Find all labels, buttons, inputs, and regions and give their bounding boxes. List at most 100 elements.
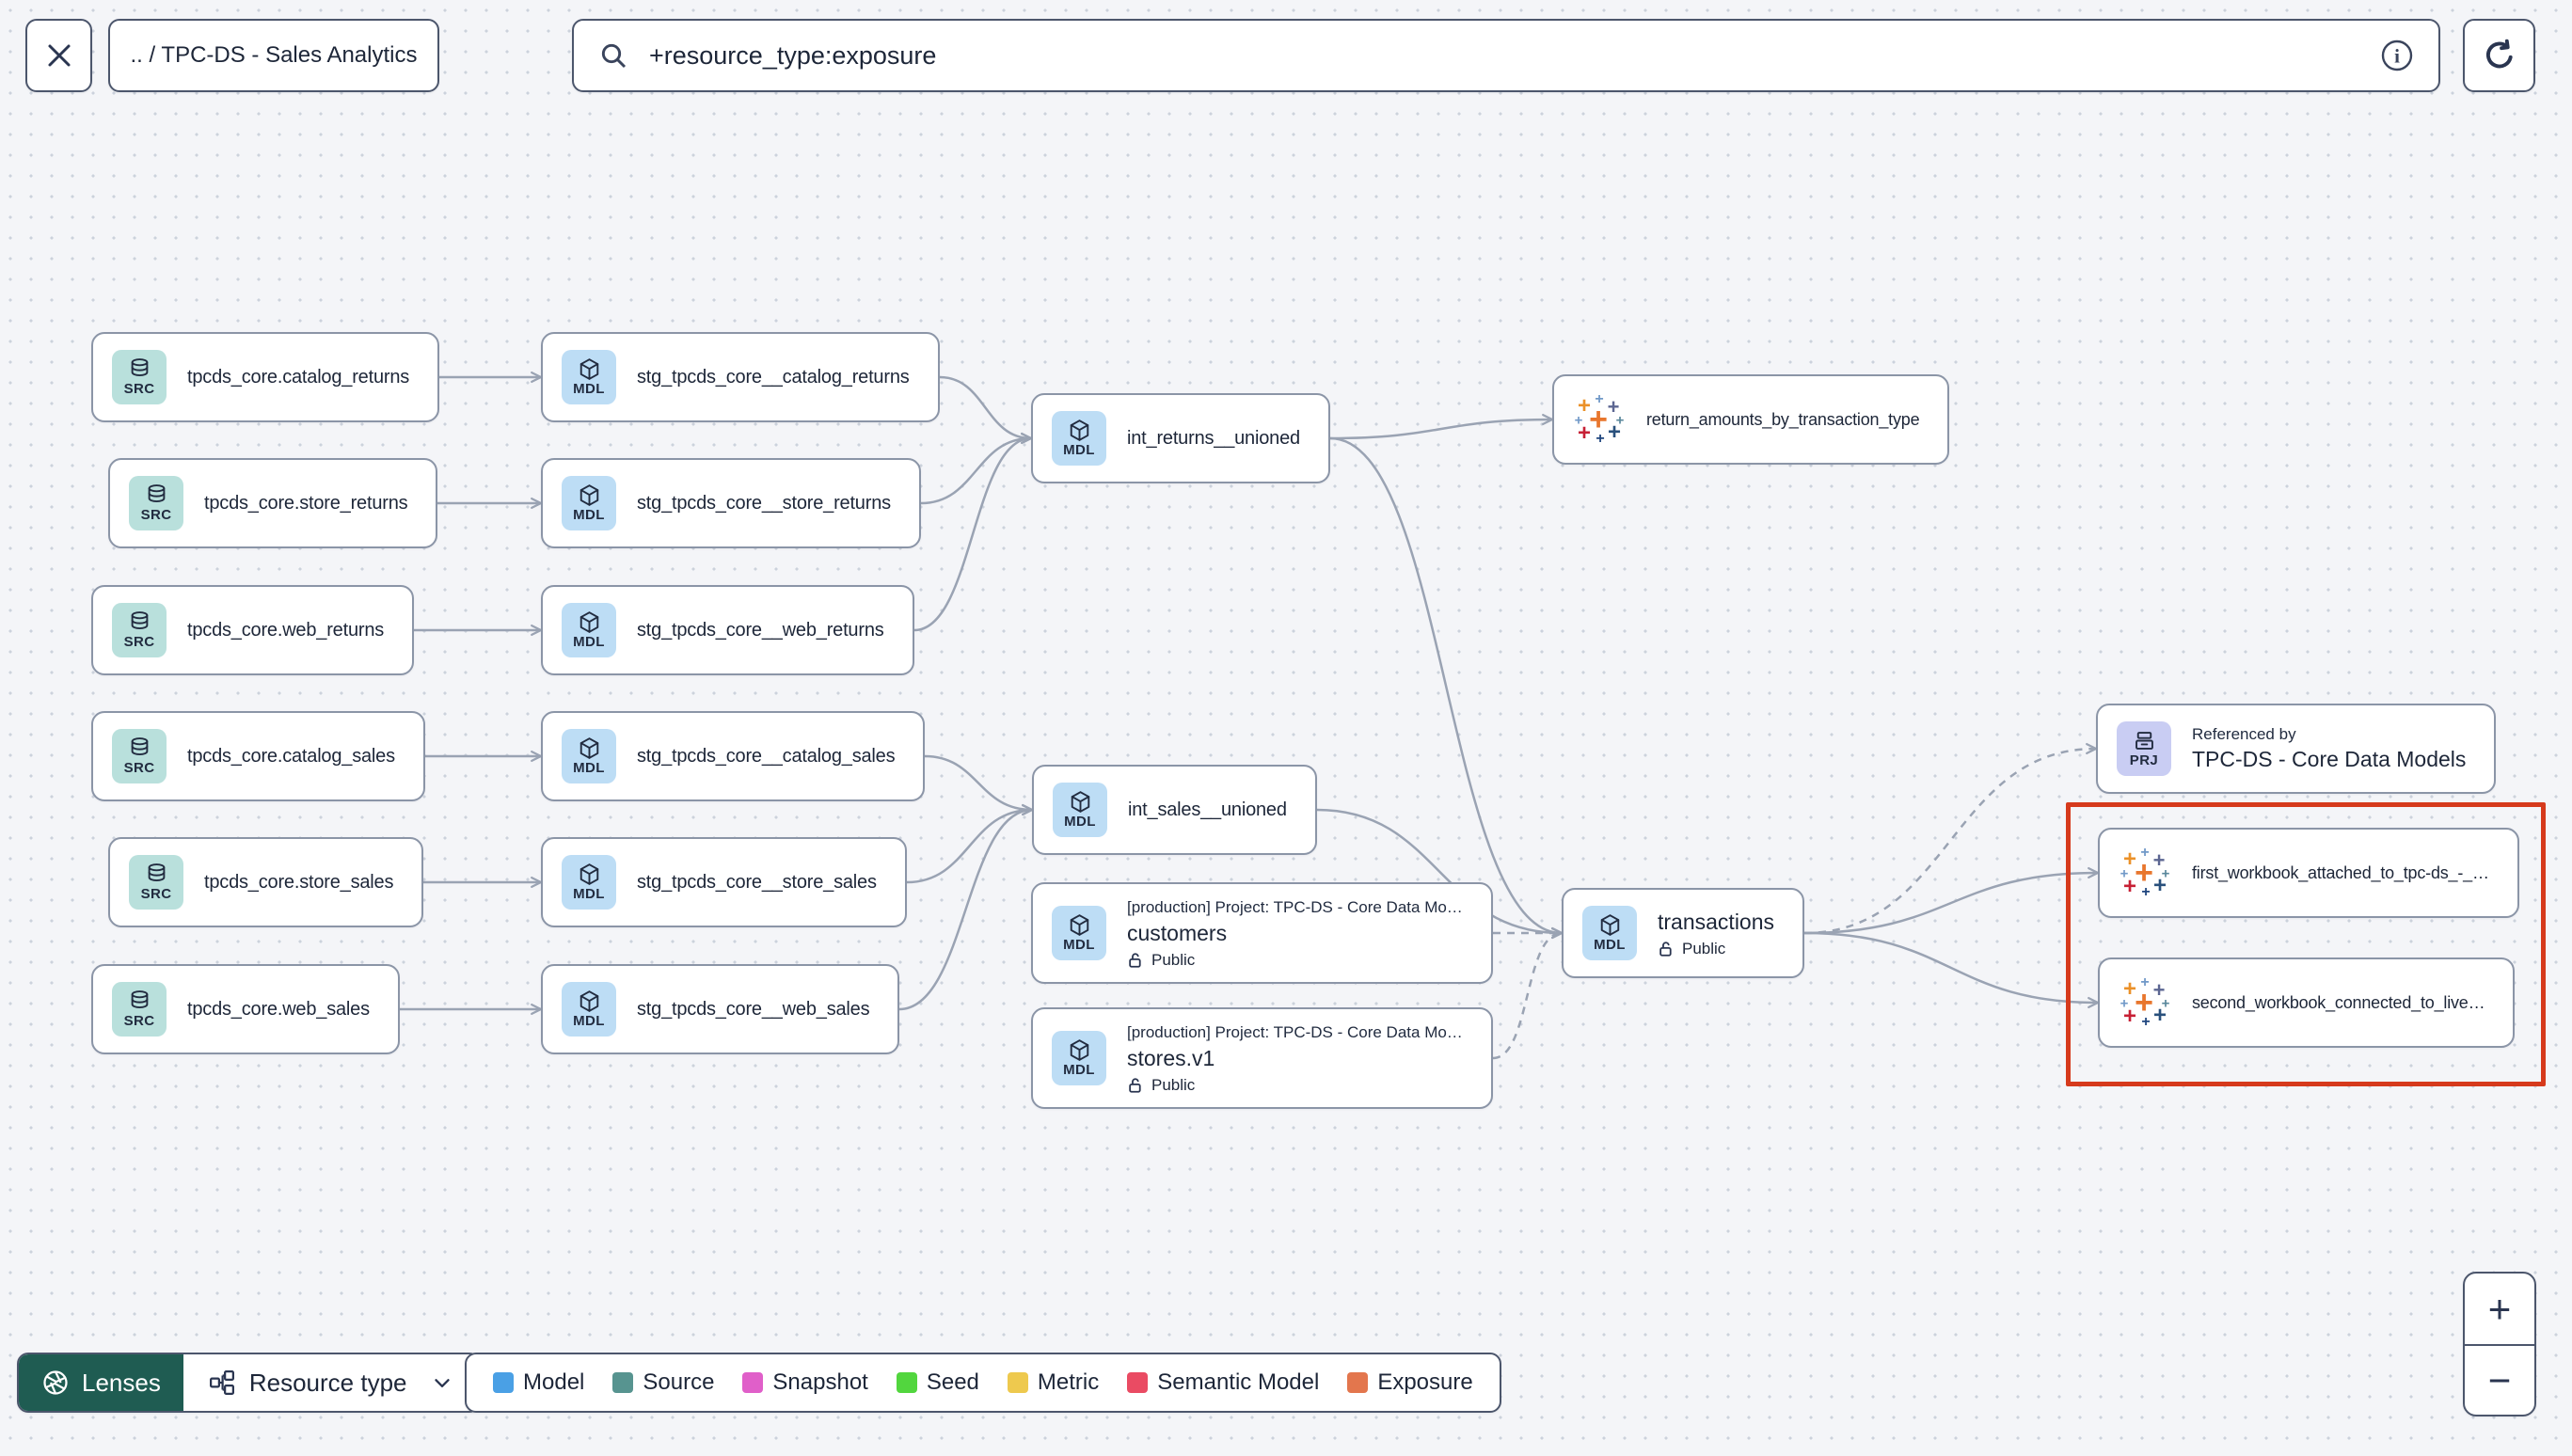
zoom-in-button[interactable]: + bbox=[2487, 1286, 2512, 1331]
node-text: [production] Project: TPC-DS - Core Data… bbox=[1127, 1021, 1463, 1095]
node-text: first_workbook_attached_to_tpc-ds_-_… bbox=[2192, 863, 2489, 883]
badge-label: SRC bbox=[140, 886, 172, 903]
model-badge-icon: MDL bbox=[1052, 411, 1106, 466]
node-title: int_returns__unioned bbox=[1127, 427, 1300, 449]
graph-node-stores[interactable]: MDL [production] Project: TPC-DS - Core D… bbox=[1031, 1007, 1493, 1109]
node-title: int_sales__unioned bbox=[1128, 799, 1287, 820]
model-badge-icon: MDL bbox=[562, 855, 616, 910]
tableau-plus-mark: + bbox=[2161, 995, 2170, 1012]
tableau-plus-mark: + bbox=[2120, 865, 2129, 882]
node-title: stores.v1 bbox=[1127, 1045, 1215, 1070]
legend-swatch bbox=[1007, 1372, 1028, 1393]
zoom-out-button[interactable]: − bbox=[2465, 1344, 2534, 1415]
close-button[interactable] bbox=[25, 19, 92, 92]
graph-node-wb_second[interactable]: +++++++++second_workbook_connected_to_li… bbox=[2098, 957, 2516, 1048]
close-icon bbox=[48, 44, 70, 67]
node-text: stg_tpcds_core__web_returns bbox=[637, 620, 884, 641]
legend-swatch bbox=[1127, 1372, 1149, 1393]
legend-swatch bbox=[493, 1372, 514, 1393]
edge-stg_store_sales-to-int_sales bbox=[906, 803, 1034, 884]
legend-label: Source bbox=[643, 1369, 715, 1395]
node-text: stg_tpcds_core__catalog_returns bbox=[637, 367, 910, 388]
edge-transactions-to-wb_second bbox=[1803, 931, 2100, 1009]
tableau-plus-mark: + bbox=[1577, 393, 1592, 419]
badge-label: MDL bbox=[573, 381, 605, 398]
database-icon bbox=[148, 863, 165, 882]
source-badge-icon: SRC bbox=[112, 729, 167, 783]
chevron-down-icon bbox=[434, 1379, 450, 1387]
source-badge-icon: SRC bbox=[112, 603, 167, 657]
cube-icon bbox=[579, 358, 598, 381]
node-text: stg_tpcds_core__catalog_sales bbox=[637, 745, 896, 768]
graph-node-src_catalog_sales[interactable]: SRC tpcds_core.catalog_sales bbox=[91, 711, 425, 801]
legend-label: Metric bbox=[1037, 1369, 1100, 1395]
legend-label: Seed bbox=[926, 1369, 979, 1395]
tableau-plus-mark: + bbox=[2120, 995, 2129, 1012]
badge-label: MDL bbox=[1594, 937, 1626, 954]
info-icon[interactable]: i bbox=[2380, 39, 2414, 72]
graph-node-customers[interactable]: MDL [production] Project: TPC-DS - Core D… bbox=[1031, 882, 1493, 984]
edge-stores-to-transactions bbox=[1492, 927, 1564, 1060]
graph-node-return_amounts[interactable]: +++++++++ return_amounts_by_transaction_t… bbox=[1552, 374, 1950, 465]
model-badge-icon: MDL bbox=[1052, 905, 1106, 960]
cube-icon bbox=[579, 990, 598, 1013]
node-subtitle: Referenced by bbox=[2192, 724, 2296, 743]
legend-item: Exposure bbox=[1347, 1369, 1473, 1396]
search-input[interactable]: +resource_type:exposure bbox=[649, 40, 937, 70]
node-title: return_amounts_by_transaction_type bbox=[1646, 409, 1920, 429]
tableau-plus-mark: + bbox=[2135, 855, 2153, 891]
tableau-plus-mark: + bbox=[2122, 847, 2137, 872]
tableau-plus-mark: + bbox=[1577, 420, 1592, 446]
breadcrumb[interactable]: .. / TPC-DS - Sales Analytics bbox=[108, 19, 439, 92]
edge-int_returns-to-transactions bbox=[1329, 436, 1564, 939]
tableau-plus-mark: + bbox=[1595, 391, 1604, 407]
tableau-plus-mark: + bbox=[2141, 884, 2151, 900]
tableau-plus-mark: + bbox=[2122, 1004, 2137, 1029]
tableau-plus-mark: + bbox=[1574, 412, 1583, 429]
database-icon bbox=[131, 358, 148, 377]
legend-item: Model bbox=[493, 1369, 584, 1396]
node-title: tpcds_core.catalog_sales bbox=[187, 745, 395, 767]
graph-node-wb_first[interactable]: +++++++++first_workbook_attached_to_tpc-… bbox=[2098, 828, 2519, 918]
graph-node-int_returns[interactable]: MDL int_returns__unioned bbox=[1031, 393, 1330, 483]
badge-label: MDL bbox=[573, 1013, 605, 1030]
badge-label: SRC bbox=[123, 1013, 155, 1030]
graph-node-stg_catalog_returns[interactable]: MDL stg_tpcds_core__catalog_returns bbox=[541, 332, 940, 422]
search-bar[interactable]: +resource_type:exposure i bbox=[572, 19, 2440, 92]
node-title: stg_tpcds_core__catalog_sales bbox=[637, 745, 896, 767]
node-title: second_workbook_connected_to_live… bbox=[2192, 992, 2485, 1012]
node-text: second_workbook_connected_to_live… bbox=[2192, 993, 2485, 1013]
node-title: first_workbook_attached_to_tpc-ds_-_… bbox=[2192, 863, 2489, 882]
database-icon bbox=[131, 737, 148, 756]
node-access: Public bbox=[1127, 1076, 1463, 1095]
tableau-plus-mark: + bbox=[2122, 874, 2137, 899]
refresh-button[interactable] bbox=[2463, 19, 2535, 92]
lenses-button[interactable]: Lenses bbox=[19, 1354, 183, 1411]
badge-label: MDL bbox=[1063, 1062, 1095, 1079]
cube-icon bbox=[1600, 914, 1619, 937]
tableau-plus-mark: + bbox=[2122, 976, 2137, 1002]
node-meta: [production] Project: TPC-DS - Core Data… bbox=[1127, 898, 1463, 916]
lock-open-icon bbox=[1129, 953, 1141, 968]
tableau-icon: +++++++++ bbox=[1573, 391, 1626, 447]
access-label: Public bbox=[1682, 940, 1726, 958]
cube-icon bbox=[579, 863, 598, 886]
refresh-icon bbox=[2485, 39, 2513, 69]
resource-type-dropdown[interactable]: Resource type bbox=[183, 1354, 479, 1411]
